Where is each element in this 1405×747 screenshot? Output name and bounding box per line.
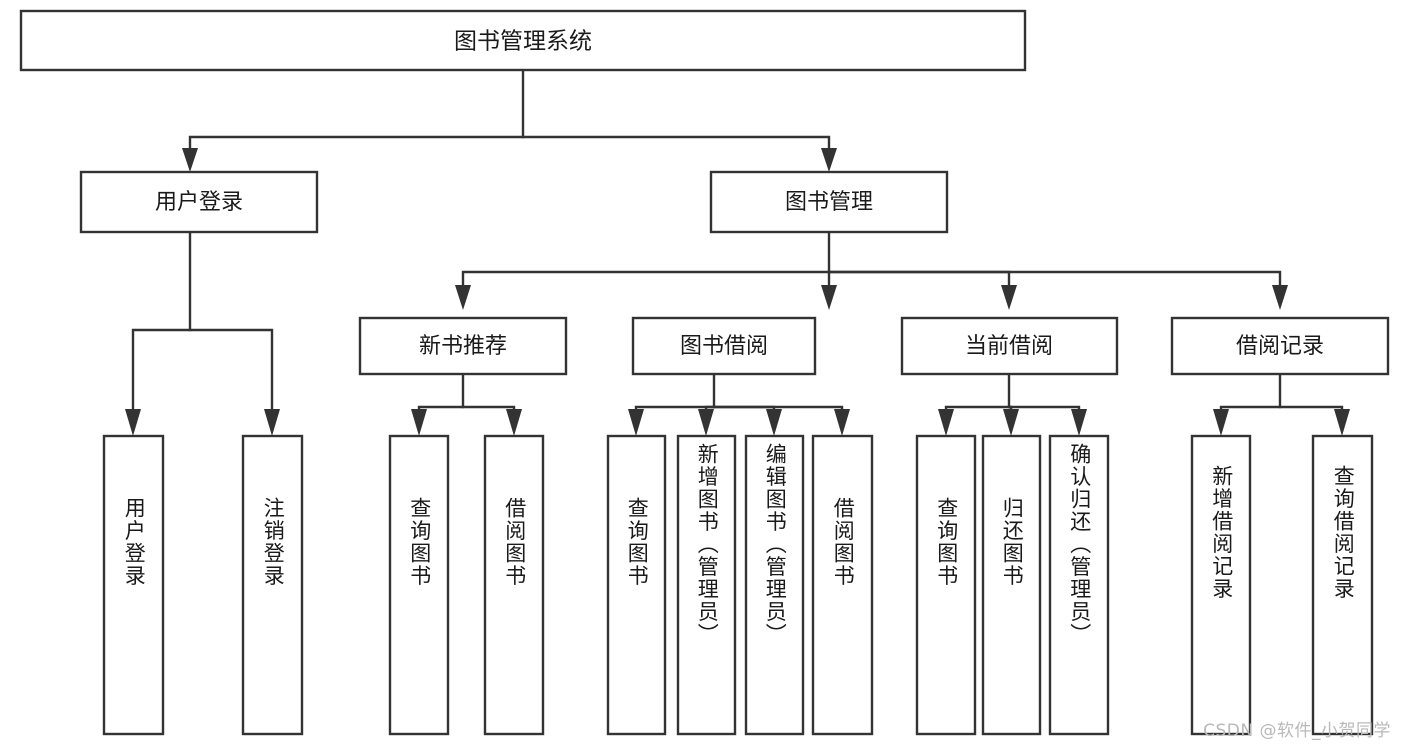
arrow-head-leaf-confirm-return: [1071, 409, 1087, 436]
connector-userlogin-to-leaves: [125, 230, 280, 436]
connector-bookborrow-to-leaves: [628, 372, 850, 436]
node-leaf-query-book-1[interactable]: [388, 434, 450, 736]
arrow-head-borrow-record: [1272, 285, 1288, 310]
node-book-management-label: 图书管理: [785, 190, 873, 215]
node-current-borrow-label: 当前借阅: [965, 334, 1053, 359]
arrow-head-leaf-query-book-2: [628, 409, 644, 436]
node-borrow-record[interactable]: 借阅记录: [1170, 316, 1390, 376]
arrow-head-current-borrow: [1001, 285, 1017, 310]
node-book-borrow-label: 图书借阅: [680, 334, 768, 359]
node-leaf-borrow-book-2[interactable]: [811, 434, 874, 736]
node-user-login-label: 用户登录: [155, 190, 243, 215]
node-book-management[interactable]: 图书管理: [709, 170, 949, 234]
arrow-head-leaf-query-book-1: [411, 409, 427, 436]
arrow-head-leaf-query-book-3: [938, 409, 954, 436]
arrow-head-leaf-return-book: [1003, 409, 1019, 436]
arrow-head-book-management: [821, 148, 837, 172]
node-leaf-return-book[interactable]: [981, 434, 1042, 736]
node-book-borrow[interactable]: 图书借阅: [631, 316, 817, 376]
node-leaf-query-book-3[interactable]: [915, 434, 977, 736]
node-current-borrow[interactable]: 当前借阅: [900, 316, 1119, 376]
node-new-book-recommend[interactable]: 新书推荐: [358, 316, 568, 376]
node-user-login[interactable]: 用户登录: [79, 170, 319, 234]
node-leaf-add-book[interactable]: [676, 434, 737, 736]
node-root[interactable]: 图书管理系统: [19, 9, 1027, 72]
connector-bookmgmt-to-level3: [455, 230, 1288, 310]
node-leaf-query-record[interactable]: [1311, 434, 1374, 736]
arrow-head-leaf-user-login: [125, 409, 141, 436]
connector-borrowrecord-to-leaves: [1213, 372, 1350, 436]
node-leaf-borrow-book-1[interactable]: [483, 434, 545, 736]
arrow-head-leaf-query-record: [1334, 409, 1350, 436]
node-leaf-user-logout[interactable]: [241, 434, 304, 736]
connector-currentborrow-to-leaves: [938, 372, 1087, 436]
connector-root-to-level2: [182, 68, 837, 172]
arrow-head-leaf-borrow-book-2: [834, 409, 850, 436]
node-leaf-edit-book[interactable]: [744, 434, 805, 736]
arrow-head-new-book-recommend: [455, 285, 471, 310]
connector-newbook-to-leaves: [411, 372, 522, 436]
node-leaf-add-record[interactable]: [1190, 434, 1252, 736]
node-leaf-query-book-2[interactable]: [606, 434, 667, 736]
arrow-head-user-login: [182, 148, 198, 172]
node-leaf-user-login[interactable]: [102, 434, 165, 736]
arrow-head-leaf-add-book: [698, 409, 714, 436]
arrow-head-leaf-edit-book: [766, 409, 782, 436]
node-root-label: 图书管理系统: [454, 29, 592, 55]
arrow-head-book-borrow: [821, 285, 837, 310]
arrow-head-leaf-add-record: [1213, 409, 1229, 436]
node-borrow-record-label: 借阅记录: [1236, 334, 1324, 359]
arrow-head-leaf-borrow-book-1: [506, 409, 522, 436]
node-new-book-recommend-label: 新书推荐: [419, 334, 507, 359]
arrow-head-leaf-user-logout: [264, 409, 280, 436]
node-leaf-confirm-return[interactable]: [1048, 434, 1110, 736]
